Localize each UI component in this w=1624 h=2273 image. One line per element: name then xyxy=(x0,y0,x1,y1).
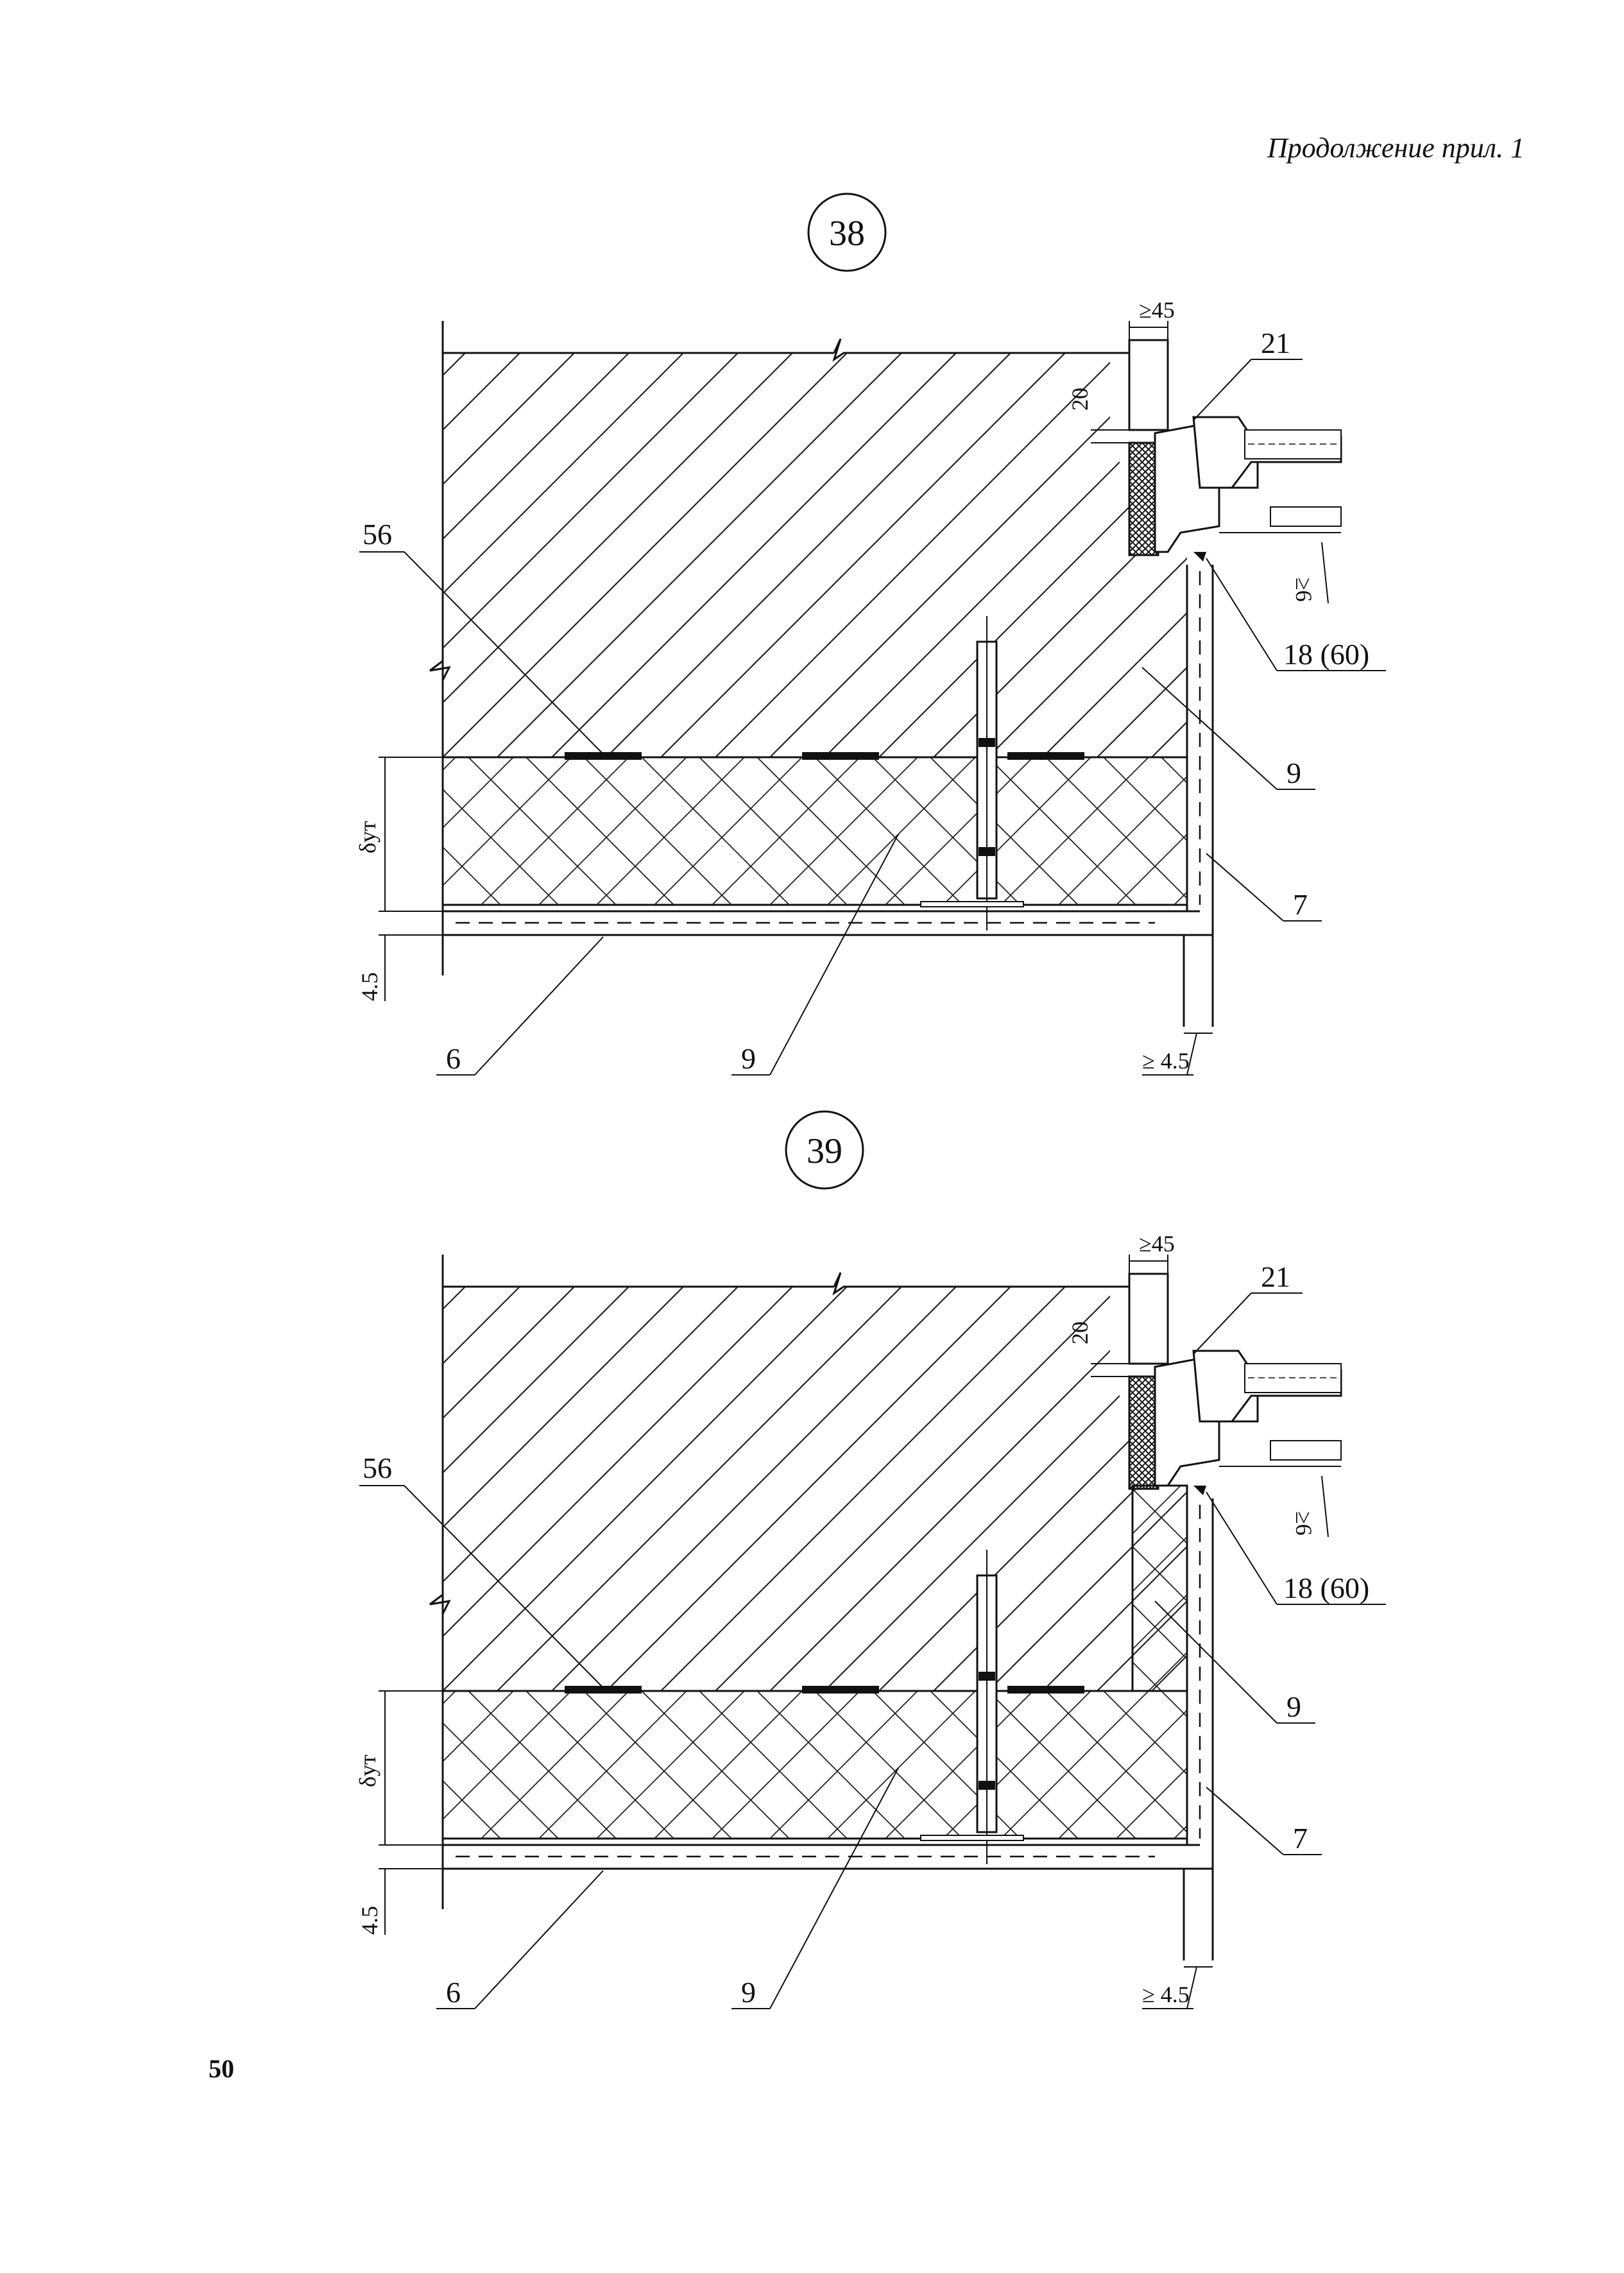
label-min4-5: ≥ 4.5 xyxy=(1142,1982,1190,2007)
detail-39-number: 39 xyxy=(807,1131,842,1171)
label-6: 6 xyxy=(446,1976,461,2009)
label-9-bottom: 9 xyxy=(741,1042,756,1075)
detail-39-marker xyxy=(785,1110,864,1190)
page-header: Продолжение прил. 1 xyxy=(1267,132,1525,164)
label-18-60: 18 (60) xyxy=(1283,1572,1369,1604)
detail-38-number: 38 xyxy=(829,214,865,253)
detail-39: 39 ≥45 20 21 56 ≥6 18 (60) 9 δут 7 4.5 xyxy=(355,1110,1386,2009)
label-delta: δут xyxy=(355,1754,380,1787)
detail-38-marker xyxy=(807,193,887,272)
page-number: 50 xyxy=(209,2054,234,2083)
label-7: 7 xyxy=(1293,888,1308,921)
label-9-right: 9 xyxy=(1286,1690,1301,1723)
label-9-right: 9 xyxy=(1286,757,1301,789)
label-min45: ≥45 xyxy=(1139,297,1175,323)
label-d20: 20 xyxy=(1067,388,1093,411)
detail-38: 38 ≥45 20 21 56 ≥6 18 (60) 9 δут xyxy=(355,193,1386,1076)
label-delta: δут xyxy=(355,821,380,853)
label-min45: ≥45 xyxy=(1139,1231,1175,1257)
label-56: 56 xyxy=(363,1452,392,1484)
label-21: 21 xyxy=(1261,1260,1290,1293)
label-4-5: 4.5 xyxy=(357,1906,382,1935)
label-6: 6 xyxy=(446,1042,461,1075)
label-min4-5: ≥ 4.5 xyxy=(1142,1048,1190,1074)
label-d20: 20 xyxy=(1067,1321,1093,1344)
label-18-60: 18 (60) xyxy=(1283,638,1369,671)
label-9-bottom: 9 xyxy=(741,1976,756,2009)
label-min6: ≥6 xyxy=(1291,578,1317,602)
label-4-5: 4.5 xyxy=(357,972,382,1001)
label-min6: ≥6 xyxy=(1291,1511,1317,1536)
label-56: 56 xyxy=(363,518,392,551)
label-21: 21 xyxy=(1261,327,1290,359)
label-7: 7 xyxy=(1293,1822,1308,1855)
